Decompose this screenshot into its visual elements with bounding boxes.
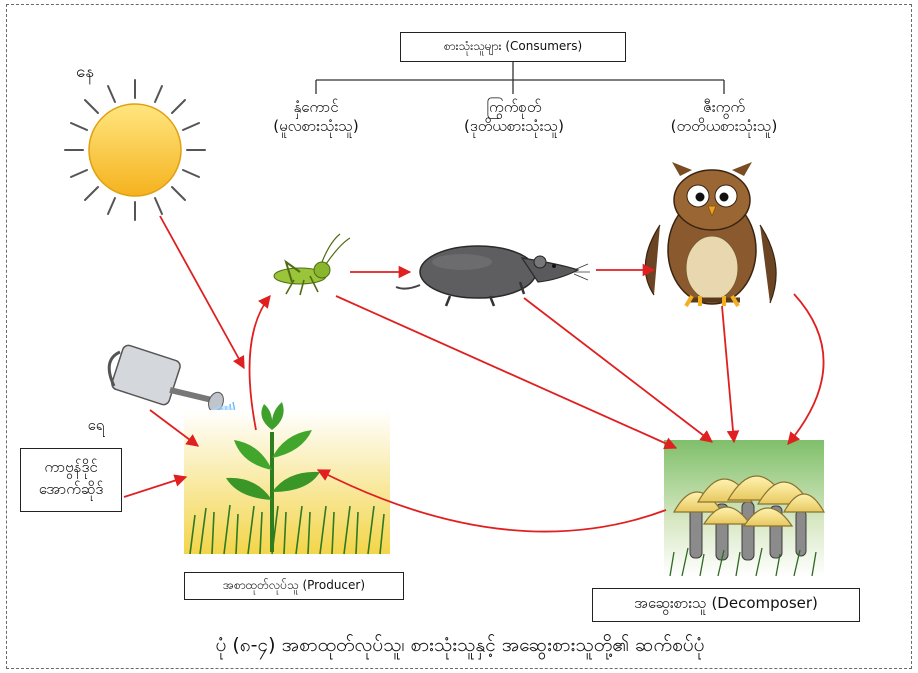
- primary-consumer-role: (မူလစားသုံးသူ): [273, 116, 359, 135]
- arrow-owl-to-decomposer: [721, 305, 740, 444]
- arrow-owl-curve-to-decomposer: [787, 293, 825, 445]
- tertiary-consumer-label: ဇီးကွက် (တတိယစားသုံးသူ): [644, 98, 804, 136]
- owl-image: [644, 162, 777, 308]
- arrow-sun-to-producer: [159, 215, 245, 370]
- co2-label-line1: ကာဗွန်ဒိုင်: [44, 458, 98, 476]
- decomposer-label-box: အဆွေးစားသူ (Decomposer): [592, 588, 860, 622]
- decomposer-label: အဆွေးစားသူ (Decomposer): [634, 594, 818, 612]
- figure-caption: ပုံ (၈-၄) အစာထုတ်လုပ်သူ၊ စားသုံးသူနှင့် …: [215, 634, 705, 656]
- producer-label-box: အစာထုတ်လုပ်သူ (Producer): [184, 572, 404, 600]
- tertiary-consumer-role: (တတိယစားသုံးသူ): [670, 116, 778, 135]
- arrow-rat-to-decomposer: [523, 297, 714, 443]
- producer-label: အစာထုတ်လုပ်သူ (Producer): [222, 578, 366, 592]
- primary-consumer-label: နှံကောင် (မူလစားသုံးသူ): [246, 98, 386, 136]
- co2-label-line2: အောက်ဆိုဒ်: [38, 480, 104, 498]
- sun-label: နေ: [75, 62, 95, 82]
- producer-plant-image: [184, 402, 390, 555]
- grasshopper-image: [273, 233, 351, 296]
- consumers-header-box: စားသုံးသူများ (Consumers): [400, 32, 626, 62]
- tertiary-consumer-name: ဇီးကွက်: [702, 98, 746, 116]
- primary-consumer-name: နှံကောင်: [293, 98, 339, 116]
- secondary-consumer-role: (ဒုတိယစားသုံးသူ): [464, 116, 564, 135]
- arrow-producer-to-grasshopper: [248, 295, 271, 431]
- rat-image: [395, 245, 590, 307]
- decomposer-mushroom-image: [664, 440, 826, 577]
- co2-box: ကာဗွန်ဒိုင် အောက်ဆိုဒ်: [20, 448, 122, 512]
- secondary-consumer-label: ကြွက်စုတ် (ဒုတိယစားသုံးသူ): [436, 98, 592, 136]
- consumers-header-label: စားသုံးသူများ (Consumers): [443, 39, 583, 53]
- secondary-consumer-name: ကြွက်စုတ်: [486, 98, 542, 116]
- arrow-co2-to-producer: [123, 474, 188, 498]
- water-label: ရေ: [87, 416, 105, 434]
- consumer-tree-lines: [315, 62, 725, 94]
- figure-frame: [6, 4, 912, 669]
- arrow-grasshopper-to-decomposer: [335, 295, 678, 450]
- arrow-decomposer-to-producer: [316, 469, 667, 533]
- energy-flow-arrows: [123, 215, 825, 533]
- sun-icon: [64, 79, 206, 221]
- arrow-water-to-producer: [149, 409, 200, 447]
